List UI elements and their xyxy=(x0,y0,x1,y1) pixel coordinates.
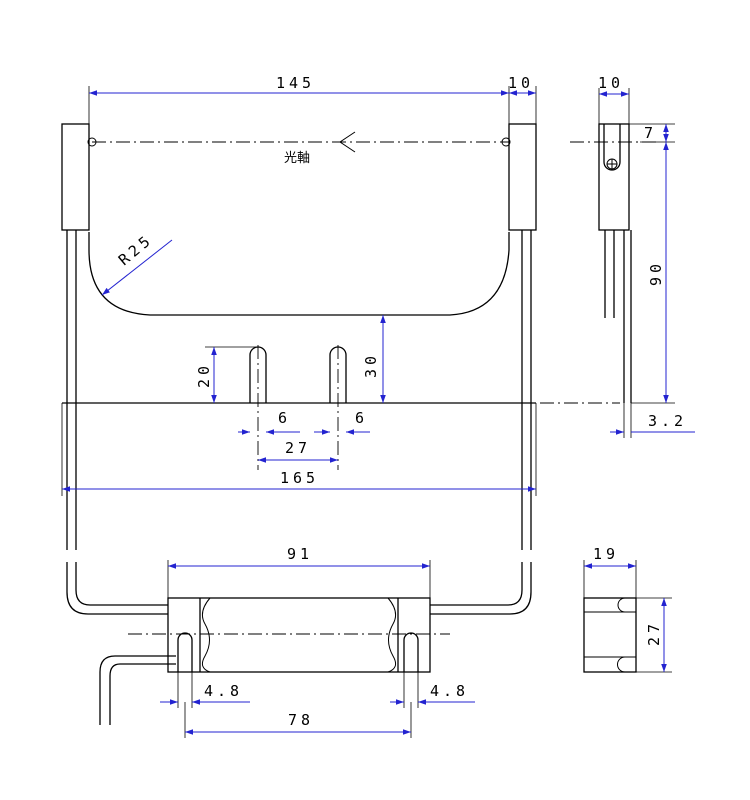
label-145: 145 xyxy=(276,74,315,92)
label-165: 165 xyxy=(280,469,319,487)
label-side-10: 10 xyxy=(598,74,624,92)
side-view xyxy=(540,123,660,404)
label-bracket-91: 91 xyxy=(287,545,313,563)
front-view xyxy=(61,123,537,725)
label-block-27: 27 xyxy=(645,620,663,646)
dimensions xyxy=(61,86,695,738)
label-slot-width-right: 6 xyxy=(355,409,368,427)
label-slot-pitch-27: 27 xyxy=(285,439,311,457)
label-depth-30: 30 xyxy=(362,352,380,378)
label-side-3-2: 3.2 xyxy=(648,412,687,430)
label-hole-left-4-8: 4.8 xyxy=(204,682,243,700)
label-slot-width-left: 6 xyxy=(278,409,291,427)
label-side-7: 7 xyxy=(644,124,657,142)
label-slot-20: 20 xyxy=(195,362,213,388)
label-hole-right-4-8: 4.8 xyxy=(430,682,469,700)
label-hole-pitch-78: 78 xyxy=(288,711,314,729)
label-side-90: 90 xyxy=(647,260,665,286)
block-view xyxy=(583,597,637,673)
label-block-19: 19 xyxy=(593,545,619,563)
label-optical-axis: 光軸 xyxy=(284,151,310,166)
label-r25: R25 xyxy=(115,230,157,269)
left-post xyxy=(61,123,90,231)
right-post xyxy=(508,123,537,231)
bottom-bracket xyxy=(167,597,431,673)
frame-cutout xyxy=(88,232,510,316)
label-frame-10: 10 xyxy=(508,74,534,92)
dimension-labels: 145 10 10 7 光軸 R25 90 20 30 6 6 3.2 27 1… xyxy=(115,74,687,729)
